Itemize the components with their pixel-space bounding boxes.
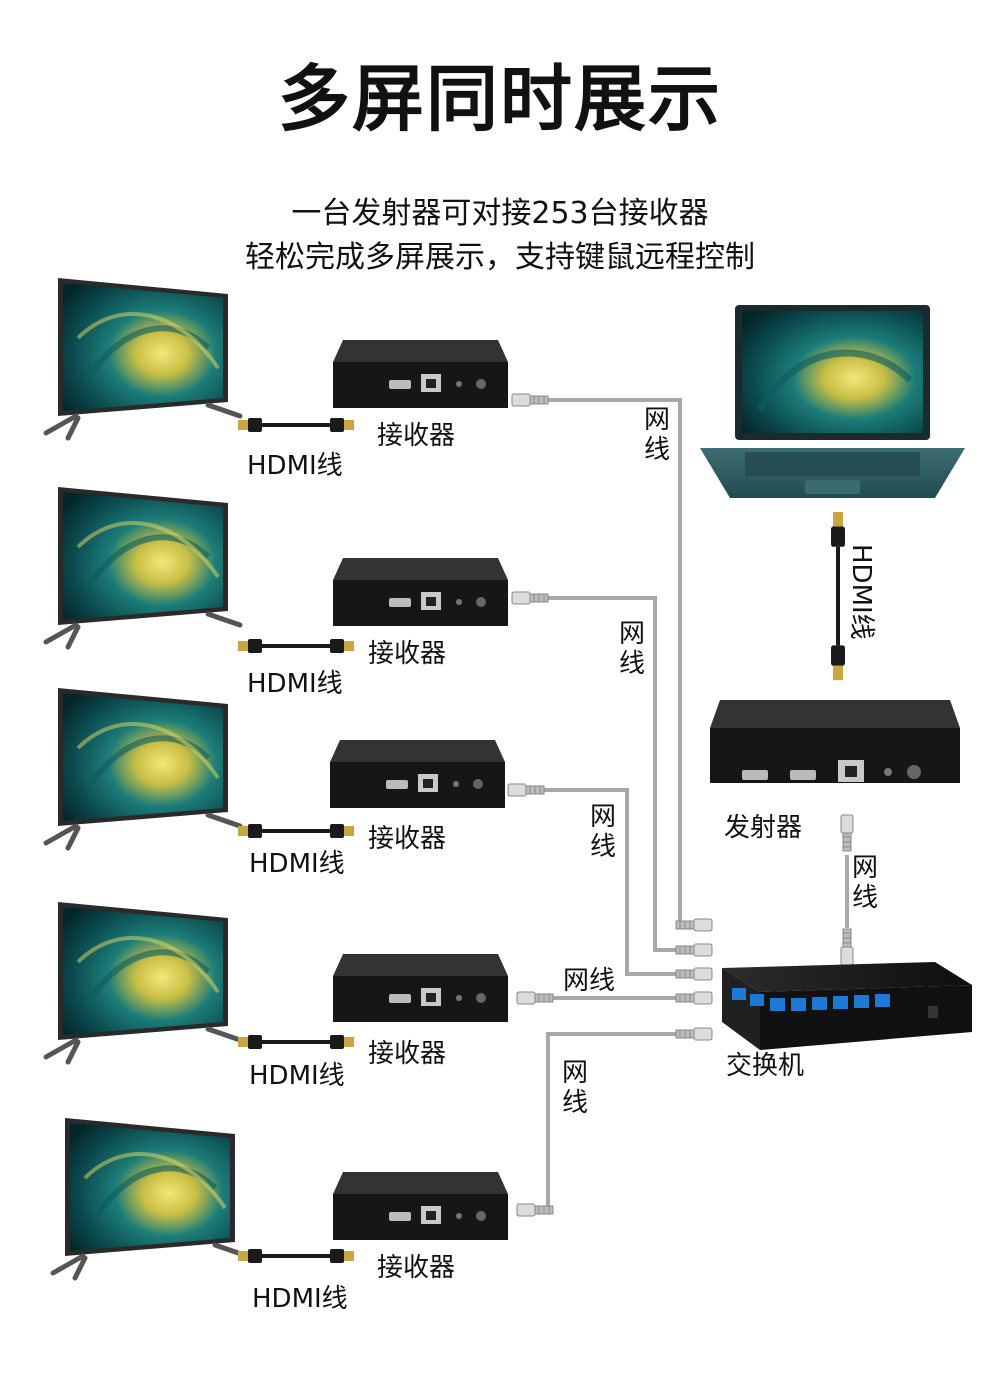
- hdmi-cable-1: [236, 416, 356, 434]
- subtitle-line-1: 一台发射器可对接253台接收器: [291, 196, 709, 231]
- network-label-3: 网线: [589, 802, 616, 862]
- receiver-1: [333, 340, 508, 408]
- hdmi-cable-laptop: [831, 512, 845, 680]
- hdmi-label-2: HDMI线: [247, 669, 343, 699]
- network-label-1: 网线: [643, 405, 670, 465]
- page-title: 多屏同时展示: [277, 57, 722, 141]
- hdmi-cable-2: [236, 637, 356, 655]
- receiver-label-3: 接收器: [368, 824, 447, 854]
- tv-3: [46, 688, 240, 848]
- receiver-label-5: 接收器: [377, 1253, 456, 1283]
- receiver-3: [330, 740, 505, 808]
- network-label-2: 网线: [618, 619, 645, 679]
- hdmi-label-laptop: HDMI线: [846, 544, 876, 640]
- switch-label: 交换机: [726, 1051, 805, 1081]
- receiver-2: [333, 558, 508, 626]
- receiver-label-2: 接收器: [368, 639, 447, 669]
- laptop: [700, 305, 965, 498]
- hdmi-cable-3: [236, 822, 356, 840]
- subtitle-line-2: 轻松完成多屏展示，支持键鼠远程控制: [245, 240, 755, 275]
- receiver-label-1: 接收器: [377, 421, 456, 451]
- tv-2: [46, 487, 240, 647]
- transmitter-label: 发射器: [724, 813, 803, 843]
- tv-4: [46, 902, 240, 1062]
- hdmi-cable-4: [236, 1033, 356, 1051]
- hdmi-label-3: HDMI线: [249, 849, 345, 879]
- network-switch: [722, 962, 972, 1050]
- hdmi-cable-5: [236, 1247, 356, 1265]
- network-label-transmitter: 网线: [851, 853, 878, 913]
- hdmi-label-5: HDMI线: [252, 1284, 348, 1314]
- network-label-5: 网线: [561, 1058, 588, 1118]
- receiver-4: [333, 954, 508, 1022]
- hdmi-label-1: HDMI线: [247, 451, 343, 481]
- hdmi-label-4: HDMI线: [249, 1061, 345, 1091]
- receiver-label-4: 接收器: [368, 1039, 447, 1069]
- network-label-4: 网线: [563, 966, 616, 996]
- transmitter: [710, 700, 960, 783]
- tv-5: [53, 1118, 247, 1278]
- tv-1: [46, 278, 240, 438]
- receiver-5: [333, 1172, 508, 1240]
